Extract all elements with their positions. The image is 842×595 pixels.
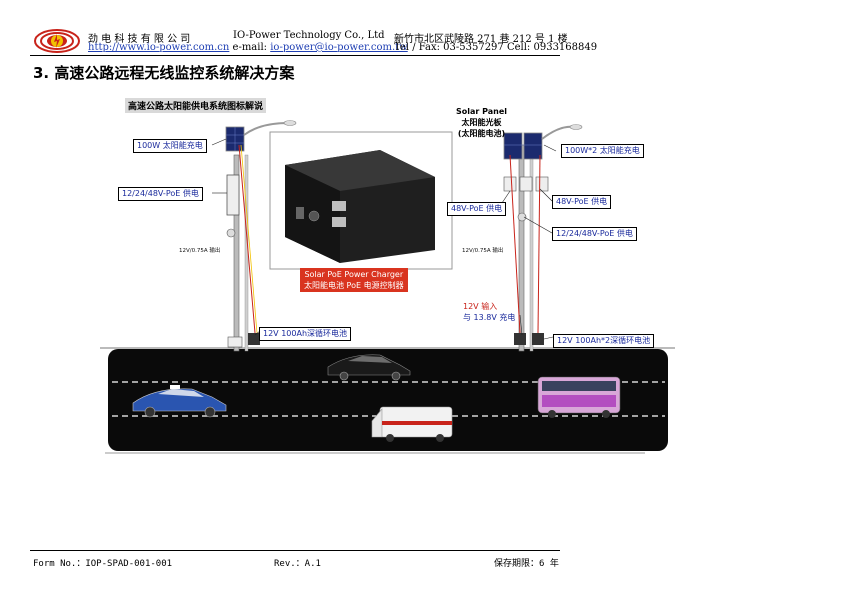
company-logo: [34, 29, 80, 53]
ambulance-image: [371, 406, 453, 442]
section-title: 3. 高速公路远程无线监控系统解决方案: [33, 64, 295, 82]
bus-image: [537, 376, 621, 418]
solar-system-diagram: [100, 120, 675, 454]
right-input-line2: 与 13.8V 充电: [463, 313, 516, 322]
email-label: e-mail:: [232, 42, 268, 53]
right-output-label: 12V/0.75A 输出: [462, 248, 504, 254]
left-solar-pole: [225, 120, 297, 352]
footer-divider: [30, 550, 560, 551]
revision: Rev.：A.1: [274, 559, 321, 569]
right-input-label: 12V 输入 与 13.8V 充电: [463, 301, 515, 323]
header-divider: [30, 55, 560, 56]
right-panel-label: 100W*2 太阳能充电: [561, 144, 644, 158]
right-battery-label: 12V 100Ah*2深循环电池: [553, 334, 655, 348]
header-contact-line: http://www.io-power.com.cn e-mail: io-po…: [88, 42, 408, 53]
diagram-caption: 高速公路太阳能供电系统图标解说: [125, 98, 267, 113]
website-link[interactable]: http://www.io-power.com.cn: [88, 42, 230, 53]
phone-info: Tel / Fax: 03-5357297 Cell: 0933168849: [394, 42, 598, 53]
right-poe-multi-label: 12/24/48V-PoE 供电: [552, 227, 637, 241]
highway-road: [108, 349, 668, 451]
right-poe48-right-label: 48V-PoE 供电: [552, 195, 612, 209]
right-solar-pole: [503, 124, 583, 352]
retention-period: 保存期限：6 年: [494, 559, 559, 569]
device-label-cn: 太阳能电池 PoE 电源控制器: [304, 281, 404, 290]
left-battery-label: 12V 100Ah深循环电池: [259, 327, 352, 341]
device-label-en: Solar PoE Power Charger: [304, 270, 404, 279]
solar-panel-title-en: Solar Panel: [456, 107, 508, 116]
solar-panel-title-cn: 太阳能光板: [461, 118, 502, 127]
right-poe48-left-label: 48V-PoE 供电: [447, 202, 507, 216]
solar-panel-title: Solar Panel 太阳能光板 (太阳能电池): [456, 106, 507, 139]
device-caption: Solar PoE Power Charger 太阳能电池 PoE 电源控制器: [300, 268, 408, 292]
company-name-en: IO-Power Technology Co., Ltd: [233, 30, 385, 41]
solar-poe-charger-image: [285, 150, 435, 263]
form-number: Form No.：IOP-SPAD-001-001: [33, 559, 173, 569]
solar-panel-title-cn2: (太阳能电池): [457, 129, 506, 138]
left-output-label: 12V/0.75A 输出: [179, 248, 221, 254]
left-panel-label: 100W 太阳能充电: [133, 139, 207, 153]
email-link[interactable]: io-power@io-power.com.tw: [270, 42, 408, 53]
company-name-cn: 劲 电 科 技 有 限 公 司: [88, 34, 191, 45]
company-address: 新竹市北区武陵路 271 巷 212 号 1 楼: [394, 34, 568, 45]
right-input-line1: 12V 输入: [463, 302, 498, 311]
sedan-car-image: [327, 354, 411, 381]
left-poe-label: 12/24/48V-PoE 供电: [118, 187, 203, 201]
taxi-image: [132, 385, 227, 418]
